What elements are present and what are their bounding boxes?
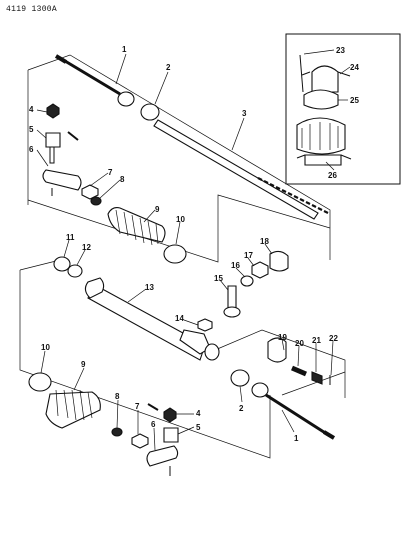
callout-16: 16 — [231, 261, 240, 270]
callout-20: 20 — [295, 339, 304, 348]
callout-1: 1 — [122, 45, 127, 54]
callout-8-lower: 8 — [115, 392, 120, 401]
pinion-15 — [223, 285, 241, 318]
rack-bar — [153, 119, 329, 220]
callout-3: 3 — [242, 109, 247, 118]
clamp-upper — [90, 196, 102, 206]
callout-13: 13 — [145, 283, 154, 292]
mount-bracket-inset — [285, 33, 401, 185]
callout-6: 6 — [29, 145, 34, 154]
callout-2: 2 — [166, 63, 171, 72]
callout-19: 19 — [278, 333, 287, 342]
callout-21: 21 — [312, 336, 321, 345]
bushing-11 — [53, 256, 71, 272]
callout-23: 23 — [336, 46, 345, 55]
callout-10-lower: 10 — [41, 343, 50, 352]
clamp-ring-upper — [163, 244, 187, 264]
callout-7: 7 — [108, 168, 113, 177]
bushing-12 — [67, 264, 83, 278]
callout-17: 17 — [244, 251, 253, 260]
callout-4: 4 — [29, 105, 34, 114]
callout-25: 25 — [350, 96, 359, 105]
clamp-ring-lower — [28, 372, 52, 392]
callout-5-lower: 5 — [196, 423, 201, 432]
callout-labels: 1 2 3 4 5 6 7 8 9 10 11 12 13 14 15 16 1… — [29, 45, 359, 443]
cap-18 — [269, 250, 289, 272]
callout-1-lower: 1 — [294, 434, 299, 443]
callout-24: 24 — [350, 63, 359, 72]
nut-17 — [251, 261, 269, 279]
adjuster-inset — [267, 337, 331, 385]
tie-rod-end-lower — [146, 403, 179, 476]
callout-5: 5 — [29, 125, 34, 134]
tie-rod-end-upper — [42, 103, 82, 196]
rack-housing — [84, 277, 220, 361]
callout-6-lower: 6 — [151, 420, 156, 429]
inner-tie-rod-upper — [54, 54, 135, 107]
clamp-lower — [111, 427, 123, 437]
callout-18: 18 — [260, 237, 269, 246]
callout-26: 26 — [328, 171, 337, 180]
diagram-code: 4119 1300A — [6, 5, 58, 14]
callout-leaders — [36, 49, 351, 451]
callout-4-lower: 4 — [196, 409, 201, 418]
callout-12: 12 — [82, 243, 91, 252]
tie-rod-bushing-upper — [140, 103, 160, 121]
inner-tie-rod-lower — [251, 382, 336, 440]
callout-9-lower: 9 — [81, 360, 86, 369]
callout-11: 11 — [66, 233, 75, 242]
boot-upper — [107, 207, 166, 246]
callout-7-lower: 7 — [135, 402, 140, 411]
jam-nut-lower — [131, 433, 149, 449]
fitting-14 — [197, 318, 213, 332]
seal-16 — [240, 275, 254, 287]
callout-15: 15 — [214, 274, 223, 283]
boot-lower — [45, 389, 101, 429]
callout-9: 9 — [155, 205, 160, 214]
callout-2-lower: 2 — [239, 404, 244, 413]
callout-14: 14 — [175, 314, 184, 323]
callout-8: 8 — [120, 175, 125, 184]
callout-10: 10 — [176, 215, 185, 224]
jam-nut-upper — [81, 184, 99, 200]
tie-rod-bushing-lower — [230, 369, 250, 387]
callout-22: 22 — [329, 334, 338, 343]
